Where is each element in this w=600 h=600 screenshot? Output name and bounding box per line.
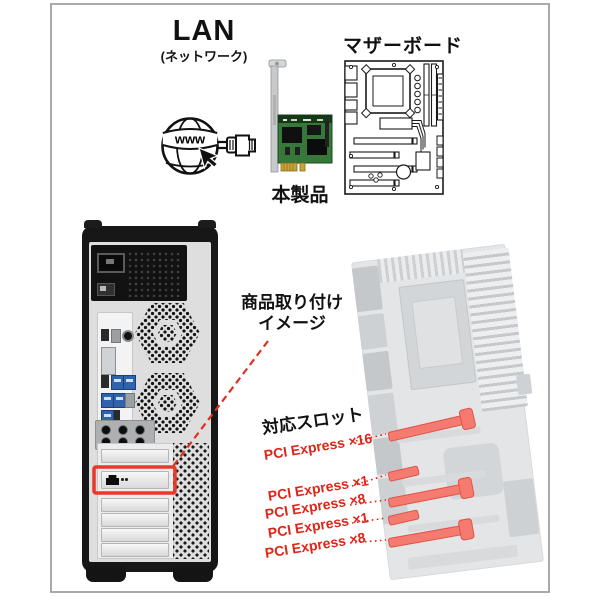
hdmi-port <box>101 375 109 388</box>
expansion-slots <box>349 137 418 187</box>
globe-www-text: www <box>174 132 206 147</box>
io-connectors <box>344 65 358 125</box>
io-block <box>367 392 399 436</box>
right-edge-headers <box>436 135 444 179</box>
power-socket-pins <box>106 259 114 264</box>
power-socket <box>97 253 125 273</box>
lan-title: LAN <box>172 15 236 47</box>
slot-cover <box>101 543 169 557</box>
io-panel <box>97 312 136 446</box>
audio-jack <box>135 425 145 435</box>
cpu-socket-area <box>398 279 477 391</box>
ps2-port <box>101 329 109 341</box>
psu-area <box>91 245 187 301</box>
tower-foot <box>86 566 126 582</box>
capacitors <box>414 74 421 114</box>
tower-top-tab <box>84 220 102 228</box>
m2-slot <box>407 514 500 533</box>
atx-connector <box>436 73 444 121</box>
cpu-socket <box>360 63 416 119</box>
usb-port <box>125 393 135 408</box>
lan-card-product-image <box>268 59 333 173</box>
lan-card-bracket <box>101 471 169 489</box>
chipset <box>415 151 431 171</box>
fan-vent-hexagon-top <box>135 303 200 363</box>
slot-cover <box>101 449 169 463</box>
tower-back-panel <box>89 242 211 562</box>
lan-led <box>125 478 128 481</box>
power-switch <box>97 283 115 296</box>
sata-block <box>502 478 540 538</box>
pcb <box>277 114 333 164</box>
edge-tab <box>516 373 533 396</box>
bottom-headers <box>407 544 519 570</box>
slot-cover <box>101 498 169 512</box>
rj45-plug-icon <box>217 134 256 157</box>
chipset-traces <box>379 117 426 152</box>
slot-cover <box>101 513 169 527</box>
io-block <box>357 313 388 350</box>
motherboard-label: マザーボード <box>343 36 464 57</box>
slot-cover <box>101 528 169 542</box>
tower-top-tab <box>198 220 216 228</box>
install-note: 商品取り付け イメージ <box>226 292 358 334</box>
mounting-holes <box>348 62 440 192</box>
install-note-line1: 商品取り付け <box>241 293 343 312</box>
pc-tower-rear <box>82 220 218 582</box>
globe-www-icon: www <box>161 117 219 175</box>
usb-port <box>114 410 120 422</box>
ram-slots <box>423 63 438 127</box>
psu-vent-holes <box>127 251 183 297</box>
io-block <box>362 350 393 392</box>
power-switch-toggle <box>100 286 106 291</box>
audio-jack <box>118 425 128 435</box>
fan-vent-core <box>158 324 177 342</box>
audio-jack <box>101 425 111 435</box>
usb3-port <box>123 375 136 390</box>
install-note-line2: イメージ <box>258 314 326 333</box>
lan-network-icon: www <box>161 117 256 175</box>
dvi-port <box>101 347 116 375</box>
expansion-slot-area <box>97 443 174 559</box>
usb-port <box>111 329 121 343</box>
lan-led <box>121 478 124 481</box>
product-label: 本製品 <box>271 185 329 206</box>
side-vent-holes <box>173 443 209 559</box>
tower-foot <box>173 566 213 582</box>
lan-label-block: LAN (ネットワーク) <box>148 16 260 65</box>
gold-edge-connector <box>280 162 306 172</box>
cpu-socket <box>411 296 464 370</box>
cursor-icon <box>198 146 220 170</box>
round-connector <box>122 330 134 342</box>
lan-subtitle: (ネットワーク) <box>160 49 248 64</box>
cmos-battery <box>395 164 412 180</box>
lan-port-icon <box>106 475 119 485</box>
m2-slot <box>396 426 481 444</box>
motherboard-line-drawing <box>344 60 444 195</box>
small-caps <box>368 172 383 183</box>
